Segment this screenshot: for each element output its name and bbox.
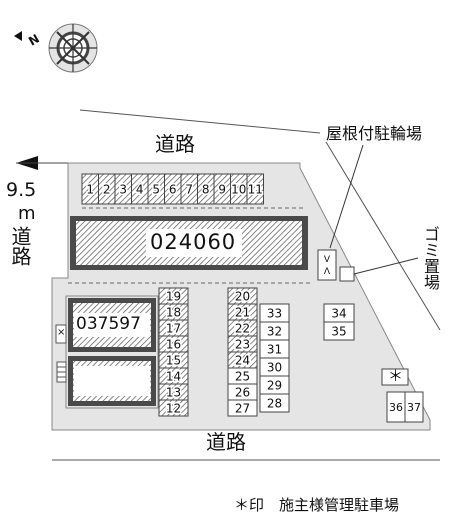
compass-rose-icon [14, 23, 98, 73]
road-label-bottom: 道路 [206, 430, 246, 454]
building-name-024060: 024060 [150, 230, 237, 254]
parking-stall-23-number: 23 [235, 337, 250, 351]
parking-stall-32-number: 32 [267, 324, 282, 338]
parking-stall-8-number: 8 [202, 182, 210, 196]
road-label-left: 道路 [8, 226, 32, 266]
gate-box [55, 324, 67, 344]
bicycle-parking-area [317, 249, 337, 281]
parking-stall-36-number: 36 [389, 401, 403, 414]
parking-stall-37 [404, 391, 424, 423]
parking-stall-6-number: 6 [169, 182, 177, 196]
building-037597 [65, 295, 159, 409]
parking-stall-5-number: 5 [152, 182, 160, 196]
parking-stall-27 [227, 399, 258, 417]
building-024060 [70, 216, 308, 270]
parking-stall-4-number: 4 [136, 182, 144, 196]
parking-stall-15-number: 15 [166, 353, 181, 367]
road-top-line [79, 109, 321, 134]
parking-stall-1-number: 1 [86, 182, 94, 196]
parking-stall-33-number: 33 [267, 306, 282, 320]
parking-stall-25-number: 25 [235, 369, 250, 383]
garbage-leader-line [353, 257, 419, 275]
parking-stall-10-number: 10 [231, 182, 246, 196]
parking-stall-20-number: 20 [235, 289, 250, 303]
parking-stall-35 [323, 321, 355, 341]
parking-stall-26-number: 26 [235, 385, 250, 399]
parking-stall-35-number: 35 [331, 324, 346, 338]
parking-stall-34-number: 34 [331, 306, 346, 320]
parking-stall-19-number: 19 [166, 289, 181, 303]
owner-parking-mark: ＊ [388, 367, 404, 385]
parking-stall-29-number: 29 [267, 378, 282, 392]
parking-stall-21-number: 21 [235, 305, 250, 319]
legend-text: ＊印 施主様管理駐車場 [234, 496, 400, 514]
parking-stall-16-number: 16 [166, 337, 181, 351]
gate-mark: × [57, 327, 66, 338]
stairs-icon [56, 361, 67, 383]
parking-stall-18-number: 18 [166, 305, 181, 319]
parking-stall-2-number: 2 [103, 182, 111, 196]
road-width-number: 9.5 [6, 179, 37, 201]
garbage-label: ゴミ置場 [421, 226, 440, 290]
bicycle-parking-mark: Λ [324, 267, 331, 277]
parking-stall-24-number: 24 [235, 353, 250, 367]
parking-stall-12 [158, 399, 189, 417]
parking-stall-11 [246, 173, 264, 205]
parking-stall-14-number: 14 [166, 369, 181, 383]
parking-stall-27-number: 27 [235, 401, 250, 415]
owner-parking-mark-box [381, 368, 409, 386]
parking-stall-11-number: 11 [248, 182, 263, 196]
road-diagonal-line [325, 141, 441, 331]
parking-stall-37-number: 37 [407, 401, 421, 414]
road-label-top: 道路 [155, 132, 195, 156]
bicycle-parking-mark: V [324, 255, 331, 265]
parking-stall-28-number: 28 [267, 396, 282, 410]
garbage-area [339, 266, 355, 282]
parking-stall-22-number: 22 [235, 321, 250, 335]
parking-stall-28 [259, 393, 290, 413]
parking-stall-31-number: 31 [267, 342, 282, 356]
bicycle-leader-line [329, 144, 364, 249]
road-width-unit: m [18, 203, 36, 224]
parking-stall-3-number: 3 [119, 182, 127, 196]
parking-stall-9-number: 9 [218, 182, 226, 196]
building-name-037597: 037597 [76, 314, 141, 334]
parking-stall-12-number: 12 [166, 401, 181, 415]
parking-stall-30-number: 30 [267, 360, 282, 374]
parking-stall-13-number: 13 [166, 385, 181, 399]
parking-stall-17-number: 17 [166, 321, 181, 335]
parking-stall-7-number: 7 [185, 182, 193, 196]
bicycle-parking-label: 屋根付駐輪場 [326, 124, 423, 143]
